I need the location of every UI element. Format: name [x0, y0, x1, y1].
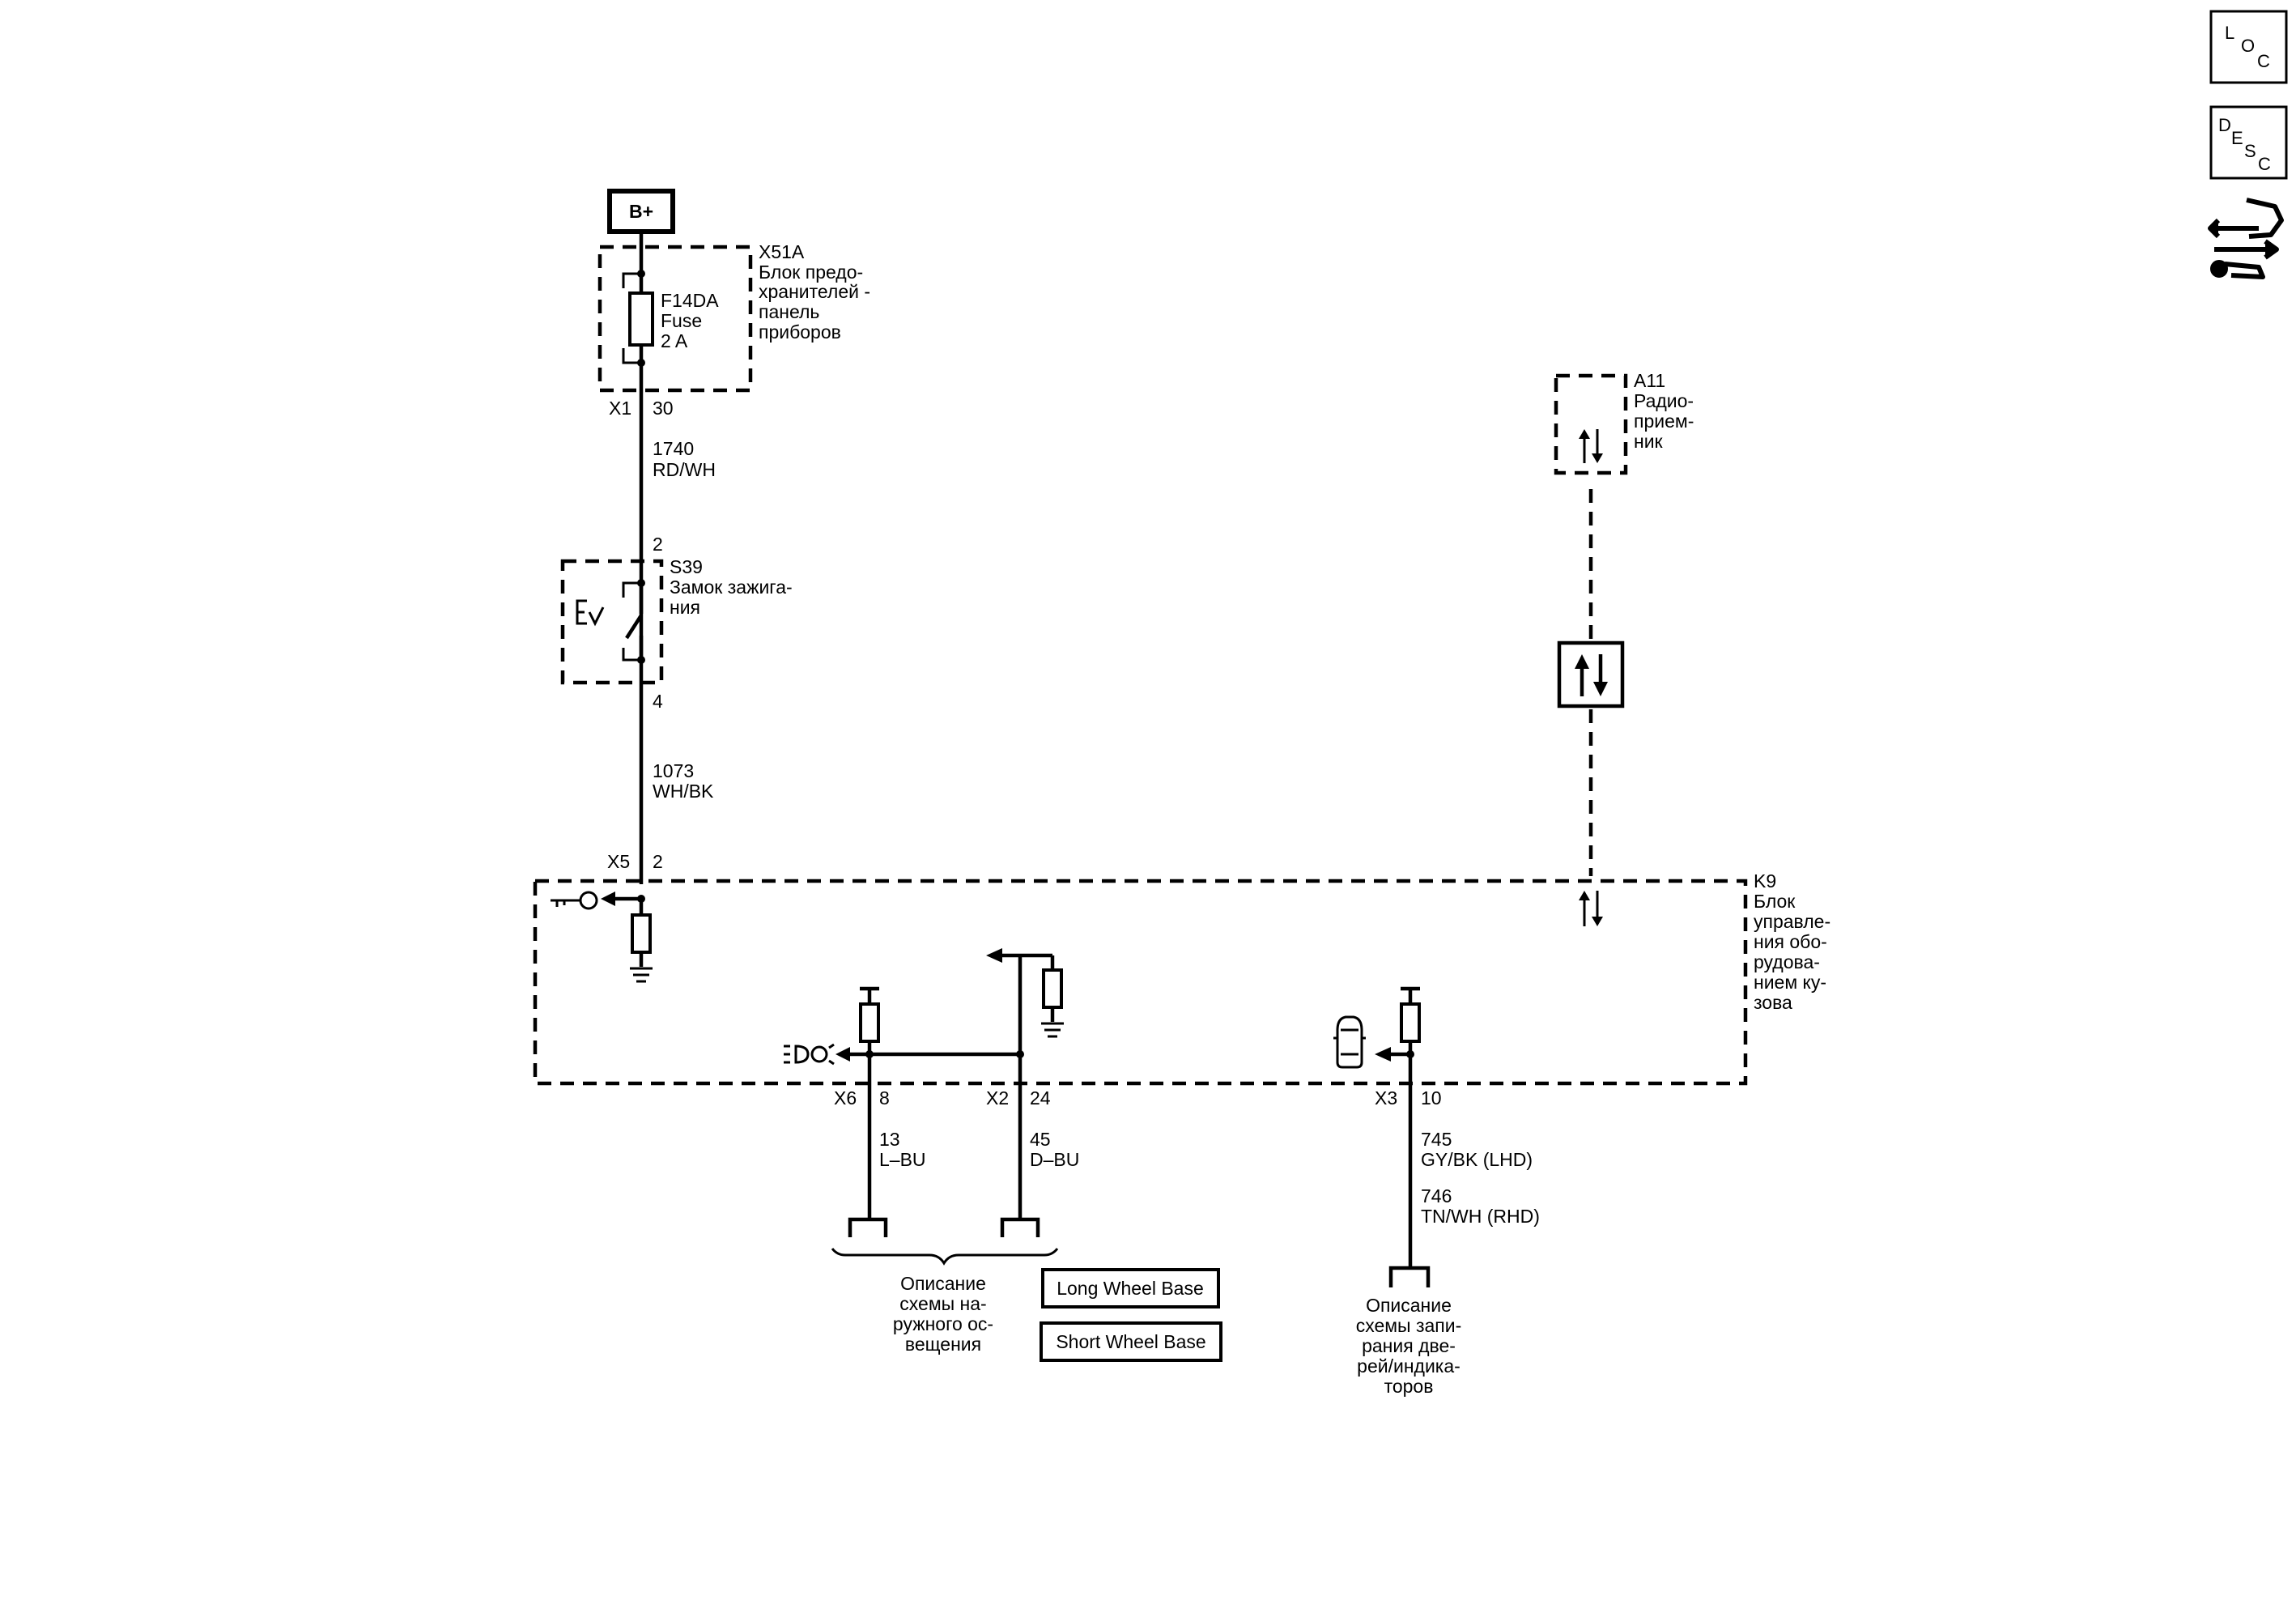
bcm-desc-2: управле- [1754, 911, 1830, 932]
door-lock-ref-3: рания две- [1362, 1335, 1456, 1356]
ignition-pin-top: 2 [653, 534, 663, 555]
ext-light-ref-connector-2 [1000, 1217, 1040, 1237]
ext-light-brace [831, 1248, 1059, 1266]
radio-outline [1554, 373, 1628, 475]
ignition-desc-2: ния [670, 597, 700, 618]
ignition-id: S39 [670, 556, 703, 577]
x5-pin: 2 [653, 851, 663, 872]
ignition-pin-bottom: 4 [653, 691, 663, 712]
wire-45-number: 45 [1030, 1129, 1051, 1150]
radio-data-arrows-icon [1579, 429, 1603, 463]
wire-746-number: 746 [1421, 1185, 1452, 1206]
desc-letter-d: D [2218, 115, 2231, 135]
ignition-desc-1: Замок зажига- [670, 577, 793, 598]
wire-13-color: L–BU [879, 1149, 926, 1170]
door-lock-ref-1: Описание [1366, 1295, 1452, 1316]
bcm-desc-5: нием ку- [1754, 972, 1826, 993]
fuse-block-desc-4: приборов [759, 321, 841, 343]
fuse-rating: 2 A [661, 330, 688, 351]
x3-pin: 10 [1421, 1087, 1442, 1108]
bcm-desc-1: Блок [1754, 891, 1796, 912]
x1-pin: 30 [653, 398, 674, 419]
fuse-terminal-top [622, 272, 641, 364]
bcm-desc-3: ния обо- [1754, 931, 1827, 952]
battery-label: B+ [607, 189, 675, 234]
desc-letter-e: E [2231, 128, 2243, 148]
ignition-switch-outline [560, 559, 664, 685]
wire-45-color: D–BU [1030, 1149, 1079, 1170]
x6-connector: X6 [834, 1087, 857, 1108]
ext-light-ref-4: вещения [905, 1334, 981, 1355]
desc-letter-s: S [2244, 141, 2256, 161]
loc-letter-o: O [2241, 36, 2255, 56]
fuse-name: Fuse [661, 310, 702, 331]
fuse-id: F14DA [661, 290, 719, 311]
short-wheel-base-label: Short Wheel Base [1056, 1331, 1205, 1352]
x3-pullup-resistor [1400, 1002, 1421, 1043]
loc-letter-l: L [2225, 23, 2234, 43]
long-wheel-base-label: Long Wheel Base [1057, 1278, 1204, 1299]
wire-746-color: TN/WH (RHD) [1421, 1206, 1540, 1227]
loc-button[interactable]: L O C [2209, 10, 2288, 84]
bcm-desc-4: рудова- [1754, 951, 1820, 972]
headlamp-icon [784, 1043, 835, 1066]
radio-desc-1: Радио- [1634, 390, 1694, 411]
door-lock-ref-5: торов [1384, 1376, 1434, 1397]
wire-13-number: 13 [879, 1129, 900, 1150]
door-lock-ref-connector [1388, 1266, 1431, 1287]
fuse-block-outline [597, 245, 753, 393]
wire-745-color: GY/BK (LHD) [1421, 1149, 1533, 1170]
radio-desc-2: прием- [1634, 411, 1694, 432]
ext-light-ref-1: Описание [900, 1273, 986, 1294]
door-lock-ref-4: рей/индика- [1357, 1355, 1461, 1377]
ext-light-ref-2: схемы на- [899, 1293, 986, 1314]
x6-pin: 8 [879, 1087, 890, 1108]
radio-desc-3: ник [1634, 431, 1664, 452]
ignition-switch-contacts [622, 581, 644, 662]
ext-light-ref-connector-1 [848, 1217, 888, 1237]
data-arrows-icon [1557, 640, 1625, 709]
x3-connector: X3 [1375, 1087, 1397, 1108]
fuse-icon [628, 291, 654, 347]
long-wheel-base-option[interactable]: Long Wheel Base [1041, 1268, 1220, 1308]
loc-letter-c: C [2257, 51, 2270, 71]
key-icon [551, 891, 598, 910]
desc-letter-c: C [2258, 154, 2271, 174]
short-wheel-base-option[interactable]: Short Wheel Base [1040, 1321, 1222, 1362]
fuse-block-desc-2: хранителей - [759, 281, 870, 302]
x2-pulldown-resistor [1042, 968, 1063, 1009]
radio-id: A11 [1634, 370, 1665, 391]
bcm-id: K9 [1754, 870, 1776, 891]
svg-text:B+: B+ [629, 201, 653, 222]
bcm-data-arrows-icon [1579, 891, 1603, 926]
bcm-desc-6: зова [1754, 992, 1792, 1013]
ext-light-ref-3: ружного ос- [893, 1313, 993, 1334]
x2-pin: 24 [1030, 1087, 1051, 1108]
bcm-ignition-resistor [631, 913, 652, 954]
ignition-key-icon [576, 599, 605, 627]
desc-button[interactable]: D E S C [2209, 105, 2288, 180]
bcm-outline [533, 879, 1748, 1086]
x6-pullup-resistor [859, 1002, 880, 1043]
connector-swap-icon[interactable] [2208, 198, 2284, 279]
wire-1073-number: 1073 [653, 760, 694, 781]
ground-symbol [630, 967, 653, 983]
wire-745-number: 745 [1421, 1129, 1452, 1150]
x2-ground-symbol [1041, 1022, 1064, 1038]
x1-connector: X1 [609, 398, 631, 419]
door-lock-ref-2: схемы запи- [1356, 1315, 1462, 1336]
wire-1740-color: RD/WH [653, 459, 716, 480]
vehicle-icon [1333, 1015, 1366, 1069]
wire-1740-number: 1740 [653, 438, 694, 459]
x2-connector: X2 [986, 1087, 1009, 1108]
wire-1073-color: WH/BK [653, 781, 714, 802]
fuse-block-desc-3: панель [759, 301, 819, 322]
fuse-block-id: X51A [759, 241, 805, 262]
fuse-block-desc-1: Блок предо- [759, 262, 863, 283]
x5-connector: X5 [607, 851, 630, 872]
